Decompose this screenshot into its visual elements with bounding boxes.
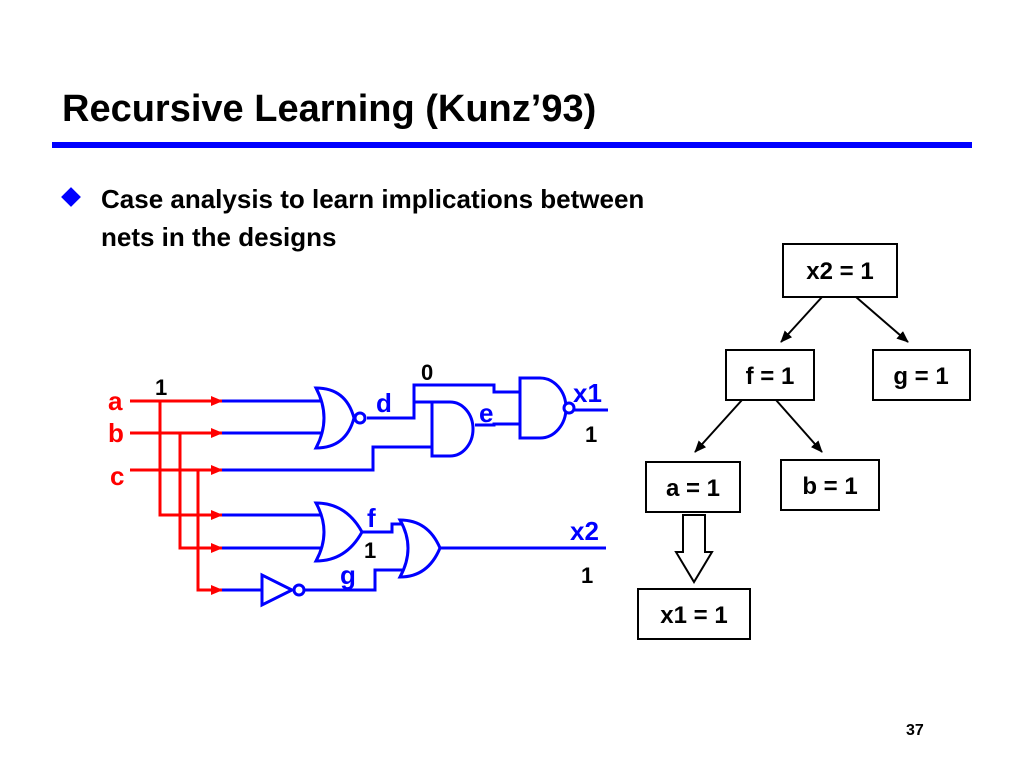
page-number: 37: [906, 722, 924, 739]
implication-arrow-icon: [674, 514, 714, 584]
net-f-label: f: [367, 503, 376, 533]
title-underline: [52, 142, 972, 148]
tree-labels: x2 = 1 f = 1 g = 1 a = 1 b = 1 x1 = 1: [660, 258, 948, 629]
nor-gate-d-icon: [313, 386, 367, 450]
tree-f-label: f = 1: [746, 363, 795, 390]
and-gate-e-icon: [430, 400, 475, 458]
wire-c-to-g: [196, 470, 223, 595]
net-e-label: e: [479, 398, 493, 428]
tree-implied-label: x1 = 1: [660, 602, 727, 629]
wire-a-to-f: [158, 401, 223, 520]
tree-edges: [694, 296, 909, 453]
input-a-label: a: [108, 386, 123, 416]
f-value-label: 1: [364, 538, 376, 563]
x1-value-label: 1: [585, 422, 597, 447]
x2-value-label: 1: [581, 563, 593, 588]
tree-node-a: [645, 461, 741, 513]
input-wires: [130, 396, 223, 595]
slide-title: Recursive Learning (Kunz’93): [62, 88, 597, 130]
wire-b-to-f: [178, 433, 223, 553]
tree-b-label: b = 1: [802, 473, 857, 500]
not-gate-icon: [260, 572, 306, 608]
net-x1-label: x1: [573, 378, 602, 408]
or-gate-f-icon: [313, 501, 364, 563]
net-x2-label: x2: [570, 516, 599, 546]
tree-node-b: [780, 459, 880, 511]
tree-node-root: [782, 243, 898, 298]
tree-a-label: a = 1: [666, 475, 720, 502]
tree-g-label: g = 1: [893, 363, 948, 390]
nand-gate-x1-icon: [518, 376, 576, 440]
tree-node-implied: [637, 588, 751, 640]
gate-wires: [222, 383, 608, 592]
a-value-label: 1: [155, 375, 167, 400]
net-d-label: d: [376, 388, 392, 418]
input-c-label: c: [110, 461, 124, 491]
tree-node-g: [872, 349, 971, 401]
or-gate-x2-icon: [397, 518, 442, 579]
tree-root-label: x2 = 1: [806, 258, 873, 285]
gates: [260, 376, 576, 608]
tree-nodes: [637, 243, 971, 640]
input-b-label: b: [108, 418, 124, 448]
zero-value-label: 0: [421, 360, 433, 385]
tree-node-f: [725, 349, 815, 401]
bullet-text: Case analysis to learn implications betw…: [101, 184, 645, 252]
net-g-label: g: [340, 560, 356, 590]
